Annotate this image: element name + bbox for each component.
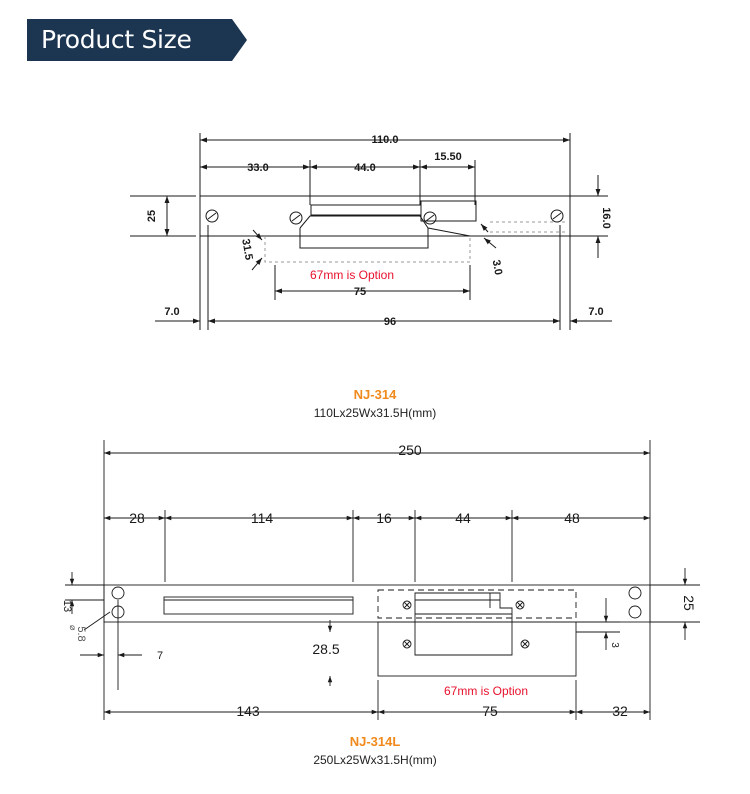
section-title: Product Size bbox=[41, 25, 192, 54]
dim-seg-b: 44.0 bbox=[354, 162, 375, 174]
dim2-right-height: 25 bbox=[681, 595, 697, 611]
model-name: NJ-314 bbox=[353, 387, 397, 402]
dim2-right-len: 32 bbox=[612, 703, 628, 719]
dim2-seg-5: 48 bbox=[564, 510, 580, 526]
option-note-2: 67mm is Option bbox=[444, 684, 528, 698]
dim-right-edge: 7.0 bbox=[588, 306, 603, 318]
dim-right-height: 16.0 bbox=[600, 207, 612, 228]
model-spec: 110Lx25Wx31.5H(mm) bbox=[313, 406, 437, 420]
dim-hole-spacing: 96 bbox=[384, 316, 396, 328]
dim2-depth: 28.5 bbox=[312, 641, 339, 657]
dim-strike: 75 bbox=[354, 286, 366, 298]
dim-left-edge: 7.0 bbox=[164, 306, 179, 318]
dim2-seg-4: 44 bbox=[455, 510, 471, 526]
model-caption-314l: NJ-314L 250Lx25Wx31.5H(mm) bbox=[0, 734, 750, 767]
dim2-hole: 5.8 bbox=[75, 626, 87, 641]
dim-lip: 31.5 bbox=[239, 238, 255, 261]
dim2-left-len: 143 bbox=[236, 703, 260, 719]
dim2-overall: 250 bbox=[398, 442, 422, 458]
dim2-left-height: 13 bbox=[61, 600, 73, 612]
option-note: 67mm is Option bbox=[310, 268, 394, 282]
banner-shape bbox=[27, 19, 247, 61]
model-caption-314: NJ-314 110Lx25Wx31.5H(mm) bbox=[0, 387, 750, 420]
dim-seg-a: 33.0 bbox=[247, 162, 268, 174]
dim2-seg-3: 16 bbox=[376, 510, 392, 526]
section-banner: Product Size bbox=[27, 19, 247, 61]
dim2-strike: 75 bbox=[482, 703, 498, 719]
dim2-hole-offset: 7 bbox=[157, 650, 163, 662]
dim-offset: 3.0 bbox=[490, 259, 504, 276]
dim-height: 25 bbox=[146, 210, 158, 222]
model-name: NJ-314L bbox=[349, 734, 401, 749]
dim2-seg-1: 28 bbox=[129, 510, 145, 526]
diameter-icon: ⌀ bbox=[68, 625, 78, 631]
model-spec: 250Lx25Wx31.5H(mm) bbox=[313, 753, 437, 767]
dim-seg-c: 15.50 bbox=[434, 151, 462, 163]
dim2-lip: 3 bbox=[609, 642, 620, 648]
dim-overall: 110.0 bbox=[372, 134, 399, 146]
dim2-seg-2: 114 bbox=[251, 510, 274, 526]
